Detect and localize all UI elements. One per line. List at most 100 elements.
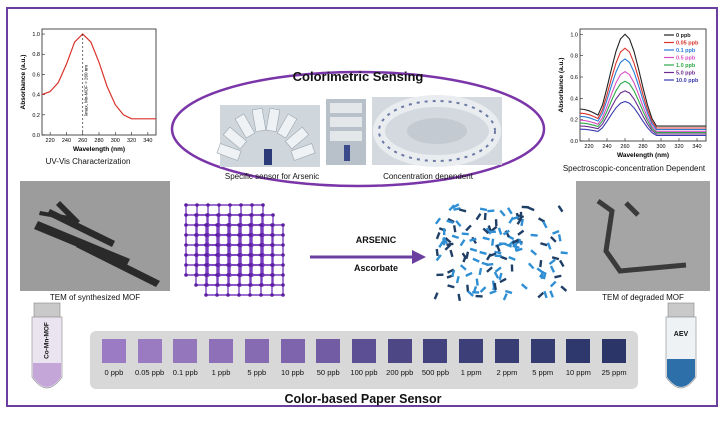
fragment: [479, 207, 488, 212]
fragment: [536, 267, 544, 274]
fragment: [472, 285, 478, 294]
fragment: [446, 219, 454, 224]
x-tick-label: 340: [692, 144, 701, 150]
y-tick-label: 0.6: [570, 75, 578, 81]
lattice-node: [237, 263, 241, 267]
fragment: [485, 227, 492, 235]
fragment: [459, 264, 467, 271]
lambda-max-annotation: λmax, Mn-MOF = 260 nm: [84, 65, 89, 116]
middle-strips-photo: [326, 99, 366, 165]
y-tick-label: 0.6: [32, 72, 40, 78]
lattice-node: [205, 213, 209, 217]
lattice-node: [249, 213, 253, 217]
paper-square: [101, 339, 126, 363]
reaction-arrow-bottom-label: Ascorbate: [353, 263, 398, 273]
concentration-series-line: [579, 90, 706, 135]
fragment: [557, 234, 562, 242]
concentration-series-line: [579, 33, 706, 127]
lattice-node: [281, 273, 285, 277]
paper-square-label: 0.05 ppb: [134, 368, 165, 377]
fragment: [469, 237, 477, 242]
lattice-node: [184, 273, 188, 277]
fragment: [494, 250, 502, 255]
fragment: [490, 225, 498, 232]
fragment: [498, 272, 503, 281]
fragment: [475, 294, 483, 298]
fragment: [489, 252, 497, 257]
lattice-node: [194, 223, 198, 227]
paper-square-label: 0 ppb: [104, 368, 124, 377]
paper-square-label: 1 ppb: [211, 368, 231, 377]
legend-entry: 1.0 ppb: [676, 63, 696, 69]
fragment: [554, 274, 562, 279]
fragment: [444, 244, 452, 251]
paper-square-label: 25 ppm: [601, 368, 627, 377]
y-axis-label: Absorbance (a.u.): [558, 58, 565, 113]
fragment: [489, 289, 497, 295]
tem-synthesized-caption: TEM of synthesized MOF: [49, 293, 141, 302]
lattice-node: [194, 283, 198, 287]
lattice-node: [215, 273, 219, 277]
lattice-node: [259, 253, 263, 257]
fragment: [491, 238, 495, 246]
x-tick-label: 220: [584, 144, 593, 150]
x-tick-label: 240: [602, 144, 611, 150]
lattice-node: [204, 253, 208, 257]
lattice-node: [215, 283, 219, 287]
fragment: [520, 218, 524, 227]
fragment: [495, 244, 501, 253]
lattice-node: [270, 273, 274, 277]
fragment: [515, 247, 523, 252]
fragment: [442, 228, 446, 236]
degraded-fragments: [433, 203, 568, 301]
lattice-node: [216, 213, 220, 217]
lattice-node: [238, 213, 242, 217]
lattice-structure: [184, 203, 285, 297]
fragment: [442, 236, 448, 245]
fragment: [467, 290, 474, 297]
fragment: [517, 229, 525, 236]
x-tick-label: 260: [78, 138, 87, 144]
fragment: [493, 282, 497, 291]
x-tick-label: 340: [143, 138, 152, 144]
fragment: [466, 284, 470, 292]
lattice-node: [281, 283, 285, 287]
fragment: [457, 293, 462, 301]
lattice-node: [237, 293, 241, 297]
left-vial-label: Co-Mn-MOF: [43, 322, 51, 359]
lattice-node: [237, 273, 241, 277]
lattice-node: [184, 203, 188, 207]
lattice-node: [250, 203, 254, 207]
paper-square-label: 200 ppb: [386, 368, 414, 377]
lattice-node: [248, 223, 252, 227]
lattice-node: [184, 243, 188, 247]
fragment: [527, 206, 535, 212]
lattice-node: [194, 233, 198, 237]
x-tick-label: 280: [94, 138, 103, 144]
lattice-node: [259, 283, 263, 287]
concentration-series-line: [579, 71, 706, 132]
fragment: [543, 290, 548, 299]
paper-square-label: 10 ppb: [281, 368, 304, 377]
right-vial-label: AEV: [673, 331, 689, 338]
paper-square: [244, 339, 269, 363]
paper-square: [494, 339, 519, 363]
lattice-node: [237, 223, 241, 227]
fragment: [506, 207, 513, 215]
fragment: [514, 243, 518, 252]
fragment: [435, 248, 439, 257]
lattice-node: [184, 223, 188, 227]
lattice-node: [281, 223, 285, 227]
lattice-node: [270, 233, 274, 237]
y-tick-label: 1.0: [570, 32, 578, 38]
fragment: [433, 292, 439, 300]
lattice-node: [226, 243, 230, 247]
right-vial: [665, 302, 697, 389]
paper-square: [137, 339, 162, 363]
paper-square: [352, 339, 376, 363]
fragment: [549, 280, 557, 288]
lattice-node: [226, 263, 230, 267]
fragment: [465, 271, 473, 277]
